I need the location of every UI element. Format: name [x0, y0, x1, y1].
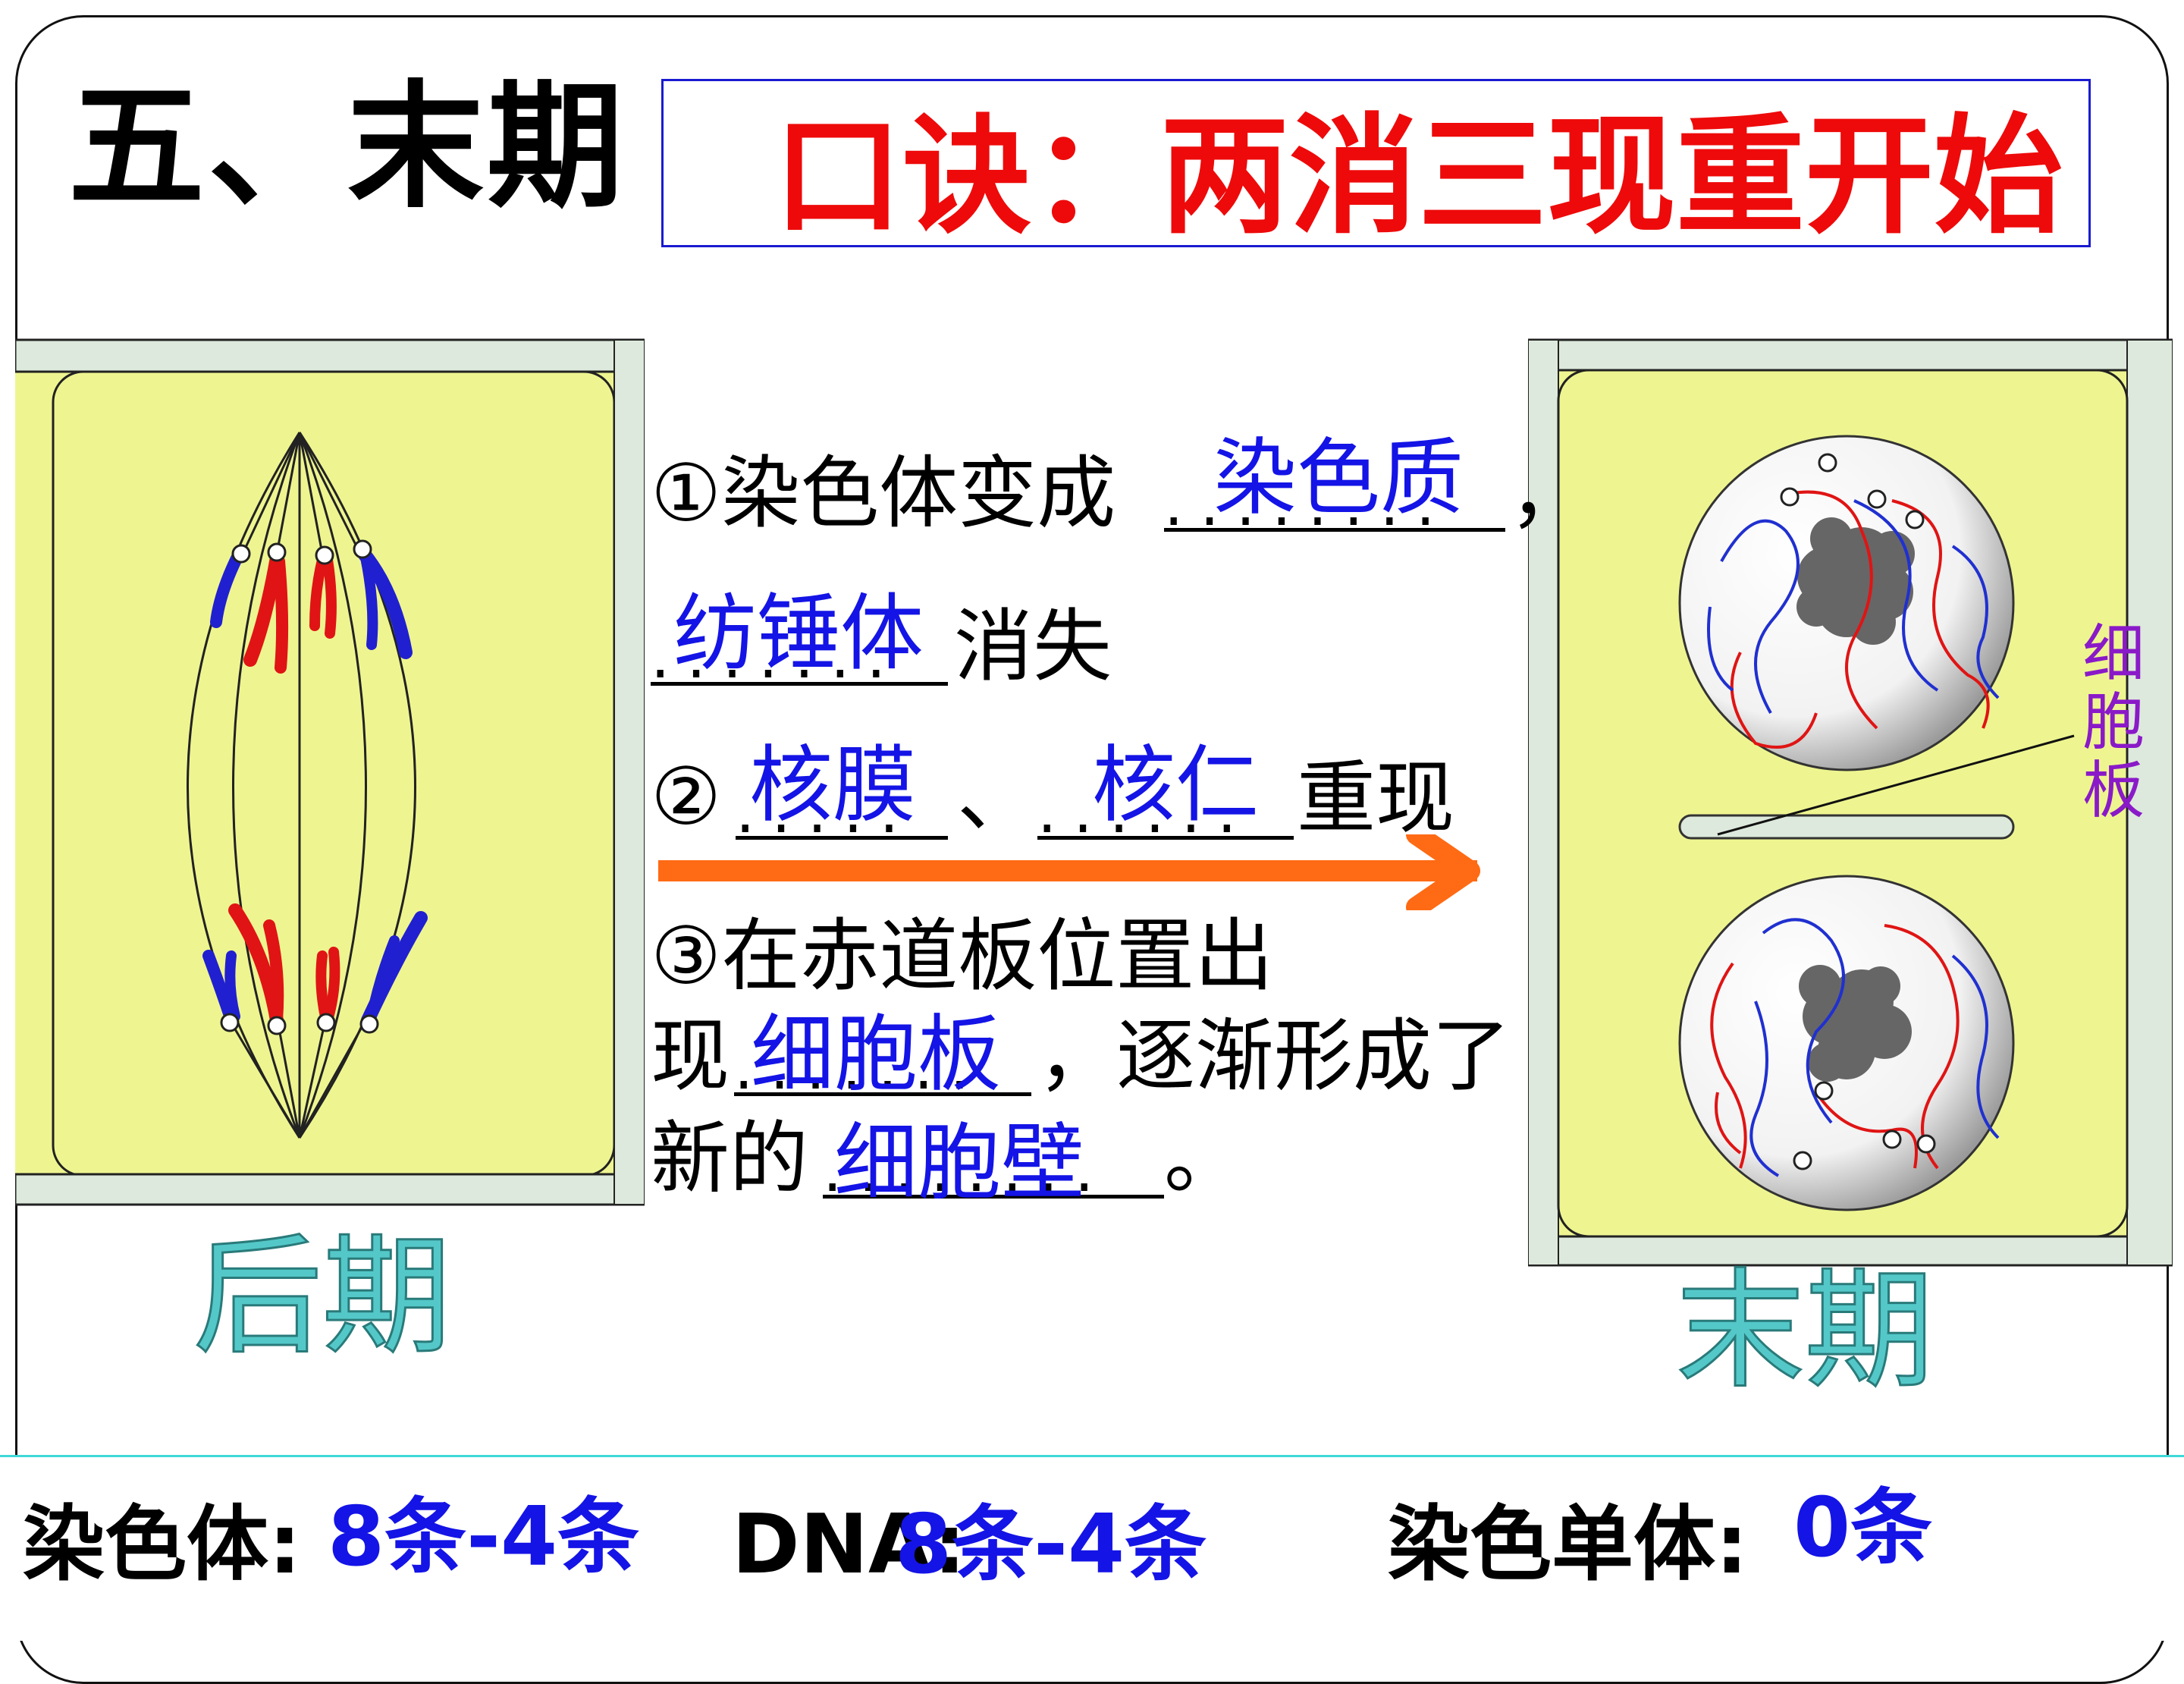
- note-line3-sep: 、: [957, 750, 1037, 843]
- page-title: 五、末期: [68, 68, 627, 227]
- dna-count-label: DNA:: [732, 1497, 966, 1592]
- blank-cell-wall: [823, 1195, 1164, 1199]
- telophase-cell-diagram: [1528, 338, 2173, 1267]
- blank-cell-plate-dots: .......: [734, 1032, 987, 1103]
- lower-nucleolus: [1799, 965, 1912, 1082]
- chromosome-count-value: 8条-4条: [328, 1490, 640, 1585]
- answer-spindle[interactable]: 纺锤体: [673, 585, 924, 682]
- note-line5-prefix: 现: [651, 1010, 730, 1102]
- blank-chromatin-dots: ........: [1164, 469, 1452, 539]
- note-line1-prefix: ①染色体变成: [651, 447, 1116, 539]
- note-line6-suffix: 。: [1164, 1112, 1244, 1205]
- note-line3-prefix: ②: [651, 750, 722, 843]
- stage-label-telophase: 末期: [1674, 1256, 1935, 1406]
- stage-label-anaphase: 后期: [192, 1222, 452, 1372]
- upper-nucleus: [1678, 435, 2015, 771]
- lower-chromatin: [1710, 918, 2000, 1177]
- chromatid-count-label: 染色单体:: [1388, 1497, 1749, 1592]
- mnemonic-box: [661, 79, 2091, 247]
- cell-plate-label: 细胞板: [2082, 618, 2145, 828]
- anaphase-cell-diagram: [15, 338, 645, 1206]
- blank-chromatin: [1164, 528, 1505, 532]
- upper-chromatin: [1707, 490, 2000, 749]
- answer-cell-wall[interactable]: 细胞壁: [834, 1114, 1084, 1211]
- anaphase-cell-inner: [52, 370, 616, 1177]
- note-line4: ③在赤道板位置出: [651, 910, 1274, 1002]
- cell-plate: [1678, 814, 2015, 840]
- chromosomes-lower: [202, 903, 428, 1035]
- answer-nucleolus[interactable]: 核仁: [1092, 737, 1259, 834]
- blank-spindle: [651, 682, 948, 686]
- blank-spindle-dots: .......: [651, 621, 903, 692]
- mnemonic-text: 口诀：两消三现重开始: [774, 102, 2063, 252]
- progression-arrow: [658, 834, 1480, 910]
- note-line3-suffix: 重现: [1297, 752, 1455, 844]
- cell-plate-pointer: [1717, 734, 2075, 836]
- chromosomes-upper: [210, 539, 413, 674]
- spindle-fibers: [187, 432, 416, 1139]
- blank-cell-wall-dots: ........: [823, 1135, 1111, 1205]
- note-line6-prefix: 新的: [651, 1112, 809, 1205]
- blank-nuclear-membrane: [736, 836, 948, 840]
- blank-cell-plate: [734, 1092, 1031, 1096]
- note-line1-comma: ，: [1509, 447, 1589, 539]
- blank-nucleolus: [1037, 836, 1294, 840]
- answer-chromatin[interactable]: 染色质: [1213, 429, 1464, 526]
- answer-nuclear-membrane[interactable]: 核膜: [749, 737, 916, 834]
- blank-nuclear-membrane-dots: .....: [736, 776, 916, 847]
- summary-footer: 染色体: 8条-4条 DNA: 8条-4条 染色单体: 0条: [0, 1455, 2184, 1641]
- chromatid-count-value: 0条: [1793, 1481, 1933, 1576]
- blank-nucleolus-dots: ......: [1037, 776, 1254, 847]
- chromosome-count-label: 染色体:: [23, 1497, 302, 1592]
- note-line2-suffix: 消失: [954, 600, 1112, 693]
- note-line5-suffix: ，逐渐形成了: [1037, 1010, 1511, 1102]
- lower-nucleus: [1678, 875, 2015, 1211]
- answer-cell-plate[interactable]: 细胞板: [751, 1006, 1001, 1103]
- dna-count-value: 8条-4条: [895, 1497, 1207, 1592]
